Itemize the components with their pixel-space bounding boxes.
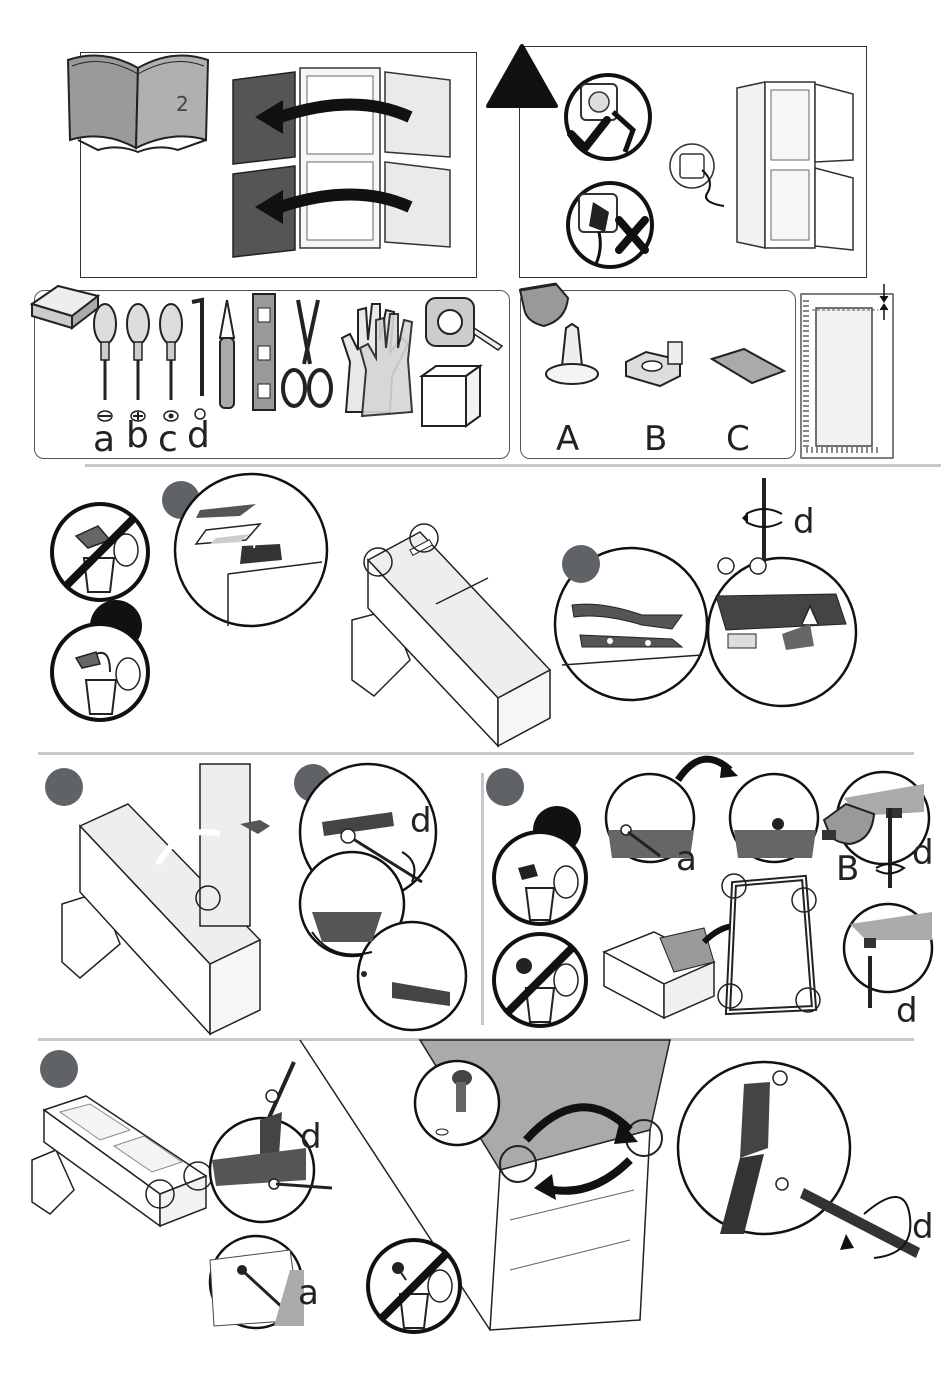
knife-icon <box>212 298 242 413</box>
part-label-c: C <box>726 422 750 456</box>
handle-part-b-label: B <box>836 852 859 886</box>
tool-label-c: c <box>158 422 178 458</box>
hinge-tool-label: d <box>793 505 815 539</box>
plug-no-icon <box>565 180 655 270</box>
rotate-arrow-icon <box>872 808 908 888</box>
trash-icon <box>48 618 152 726</box>
door-removal-illustration <box>60 764 300 1040</box>
handle-tool-a-label: a <box>676 842 697 876</box>
part-b-illustration <box>620 338 694 390</box>
gloves-icon <box>336 292 416 422</box>
tape-measure-icon <box>422 294 504 352</box>
step-marker-2 <box>562 545 600 583</box>
section-divider <box>85 464 941 467</box>
bottom-hinge-detail-2 <box>204 1230 308 1334</box>
bottom-hinge-detail-3 <box>674 1058 924 1308</box>
no-trash-icon <box>364 1236 464 1336</box>
wall-socket-detail <box>668 140 728 210</box>
part-label-b: B <box>644 422 667 456</box>
part-c-illustration <box>708 345 788 387</box>
hinge-screw-detail <box>706 474 858 708</box>
handle-tool-d1-label: d <box>912 836 934 870</box>
manual-page-number: 2 <box>176 94 189 114</box>
bag-icon <box>820 800 880 850</box>
trash-icon <box>490 828 590 928</box>
box-icon <box>418 362 484 430</box>
no-trash-icon <box>48 500 152 604</box>
door-tool-label: d <box>410 804 432 838</box>
step-marker-5 <box>486 768 524 806</box>
handle-detail-4 <box>836 900 940 1010</box>
manual-book-icon <box>58 40 218 150</box>
part-label-a: A <box>556 422 579 456</box>
plug-ok-icon <box>563 72 653 162</box>
door-hinge-detail <box>272 762 472 1032</box>
screw-detail <box>412 1058 502 1148</box>
handle-tool-d2-label: d <box>896 994 918 1028</box>
tool-label-b: b <box>126 418 149 454</box>
handle-frame-illustration <box>594 872 824 1020</box>
open-fridge-illustration <box>735 80 860 255</box>
no-trash-icon <box>490 930 590 1030</box>
scissors-icon <box>278 296 334 411</box>
allen-key-icon <box>188 296 208 421</box>
clearance-diagram <box>800 282 900 462</box>
step-marker-6 <box>40 1050 78 1088</box>
bottom-tool-d2-label: d <box>912 1210 934 1244</box>
hinge-cover-detail <box>170 474 332 626</box>
handle-detail-2 <box>720 770 830 860</box>
section-divider <box>38 752 914 755</box>
section-divider-vertical <box>481 773 484 1025</box>
fridge-door-reversal-illustration <box>225 62 465 267</box>
level-icon <box>250 292 278 412</box>
fridge-lying-illustration <box>350 520 565 748</box>
tool-label-d: d <box>187 418 210 454</box>
tool-label-a: a <box>93 422 115 458</box>
drawer-unit-illustration <box>30 1090 210 1230</box>
part-a-illustration <box>542 322 602 392</box>
warning-triangle-icon <box>484 42 560 110</box>
